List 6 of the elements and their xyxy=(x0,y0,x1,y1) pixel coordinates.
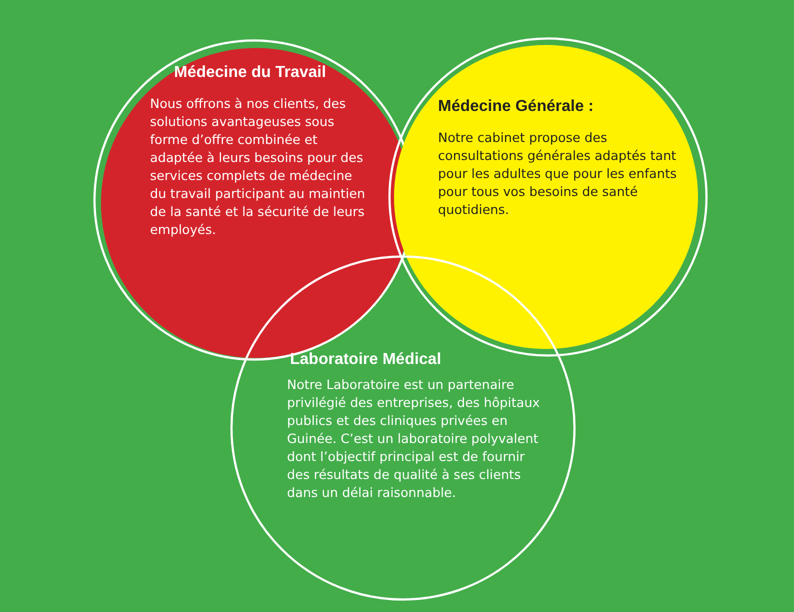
circle-description: Nous offrons à nos clients, des solutions avantageuses sous forme d’offre combinée et adaptée à leurs besoins pour des services complets de médecine du travail participant au maintien de la santé et la sécurité de leurs employés. xyxy=(150,96,366,240)
circle-description: Notre cabinet propose des consultations générales adaptés tant pour les adultes que pour les enfants pour tous vos besoins de santé quotidiens. xyxy=(438,130,678,220)
circle-heading: Médecine du Travail xyxy=(174,64,326,82)
circle-description: Notre Laboratoire est un partenaire privilégié des entreprises, des hôpitaux publics et des cliniques privées en Guinée. C’est un laboratoire polyvalent dont l’objectif principal est de fournir des résultats de qualité à ses clients dans un délai raisonnable. xyxy=(287,377,541,503)
circle-heading: Médecine Générale : xyxy=(438,98,594,116)
circle-heading: Laboratoire Médical xyxy=(290,351,442,369)
